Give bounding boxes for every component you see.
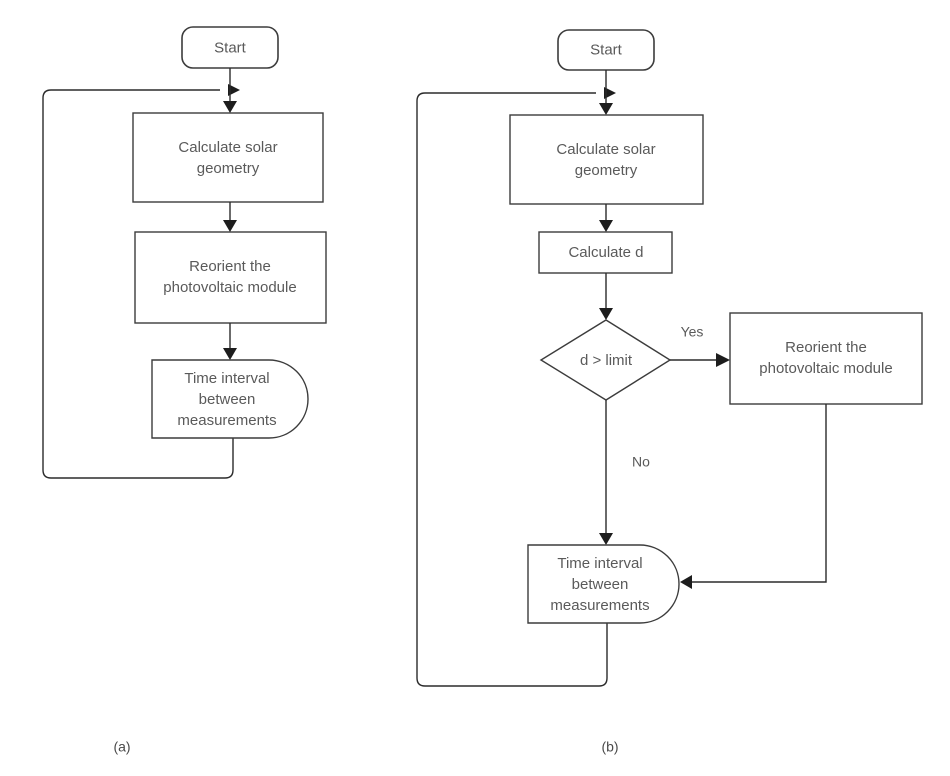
arrowhead-b-reorient-delay <box>680 575 692 589</box>
edge-label-b-no: No <box>632 454 650 470</box>
node-b-reorient-line2: photovoltaic module <box>759 360 892 377</box>
node-b-time-interval-line1: Time interval <box>557 555 642 572</box>
node-a-start-label: Start <box>214 39 247 56</box>
panel-b: Start Calculate solar geometry Calculate… <box>416 29 923 755</box>
node-a-calculate-solar-geometry-line1: Calculate solar <box>178 139 277 156</box>
arrowhead-a-reorient-delay <box>223 348 237 360</box>
arrowhead-b-no-delay <box>599 533 613 545</box>
node-b-calculate-d-label: Calculate d <box>568 244 643 261</box>
node-a-time-interval <box>151 359 309 439</box>
node-a-reorient <box>134 231 327 324</box>
node-b-calculate-solar-geometry-line1: Calculate solar <box>556 141 655 158</box>
node-b-calculate-solar-geometry-line2: geometry <box>575 162 638 179</box>
node-b-calculate-solar-geometry <box>509 114 704 205</box>
arrowhead-b-calcd-decision <box>599 308 613 320</box>
node-a-calculate-solar-geometry-line2: geometry <box>197 160 260 177</box>
node-a-time-interval-line3: measurements <box>177 412 276 429</box>
node-b-reorient <box>729 312 923 405</box>
edge-label-b-yes: Yes <box>681 324 704 340</box>
edge-a-delay-to-calc-geometry <box>42 89 234 479</box>
node-b-decision-label: d > limit <box>580 352 633 369</box>
arrowhead-b-loopback <box>604 87 616 99</box>
node-b-reorient-line1: Reorient the <box>785 339 867 356</box>
arrowhead-a-calc-reorient <box>223 220 237 232</box>
node-a-reorient-line1: Reorient the <box>189 258 271 275</box>
node-b-time-interval-line3: measurements <box>550 597 649 614</box>
node-a-calculate-solar-geometry <box>132 112 324 203</box>
node-b-start-label: Start <box>590 41 623 58</box>
node-a-time-interval-line2: between <box>199 391 256 408</box>
arrowhead-b-start-calc <box>599 103 613 115</box>
node-a-time-interval-line1: Time interval <box>184 370 269 387</box>
node-a-reorient-line2: photovoltaic module <box>163 279 296 296</box>
caption-b: (b) <box>601 739 618 755</box>
panel-a: Start Calculate solar geometry Reorient … <box>42 26 327 755</box>
arrowhead-b-yes-reorient <box>716 353 730 367</box>
node-b-time-interval-line2: between <box>572 576 629 593</box>
arrowhead-b-calcgeo-calcd <box>599 220 613 232</box>
node-b-time-interval <box>527 544 680 624</box>
arrowhead-a-loopback <box>228 84 240 96</box>
arrowhead-a-start-calc <box>223 101 237 113</box>
edge-b-delay-to-calc-geometry <box>416 92 608 687</box>
caption-a: (a) <box>113 739 130 755</box>
edge-b-reorient-to-delay <box>686 404 827 583</box>
